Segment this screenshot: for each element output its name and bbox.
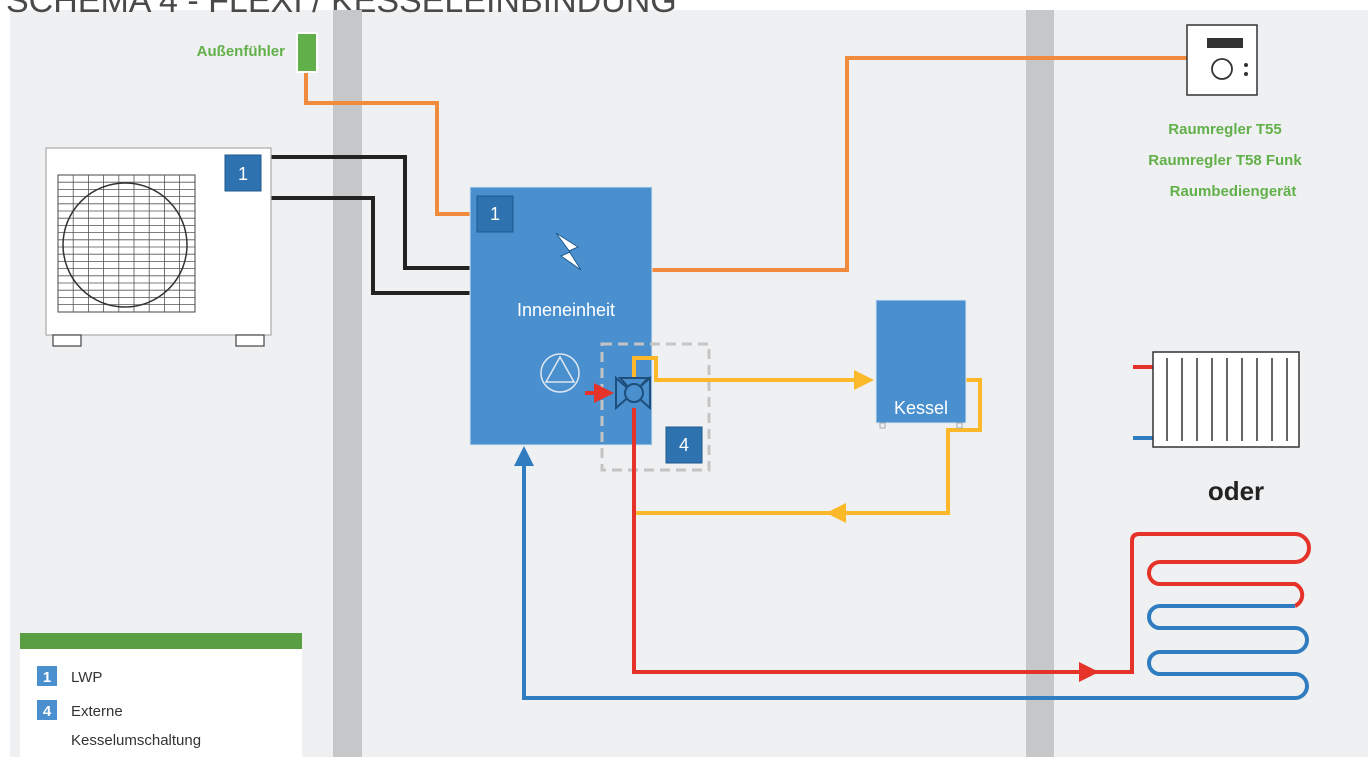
indoor-unit-label: Inneneinheit xyxy=(517,300,615,320)
indoor-unit: 1 Inneneinheit xyxy=(469,186,653,446)
switch-module-badge-number: 4 xyxy=(679,435,689,455)
room-thermostat: Raumregler T55 Raumregler T58 Funk Raumb… xyxy=(1148,24,1302,200)
radiator-icon xyxy=(1133,351,1300,448)
legend-bar xyxy=(20,633,302,649)
switch-module-badge xyxy=(665,426,703,464)
legend-item-1-text: LWP xyxy=(71,669,102,686)
legend-item-4-text-2: Kesselumschaltung xyxy=(71,732,201,749)
legend: 1 LWP 4 Externe Kesselumschaltung xyxy=(20,633,302,757)
boiler: Kessel xyxy=(875,299,967,429)
indoor-unit-badge-number: 1 xyxy=(490,204,500,224)
switch-module-frame xyxy=(600,342,711,472)
outdoor-unit-badge-number: 1 xyxy=(238,164,248,184)
outdoor-sensor-label: Außenfühler xyxy=(197,43,285,60)
thermostat-label-2: Raumregler T58 Funk xyxy=(1148,152,1302,169)
return-pipe xyxy=(514,446,1309,700)
boiler-label: Kessel xyxy=(894,398,948,418)
lightning-icon xyxy=(555,232,582,271)
thermostat-knob-icon xyxy=(1211,58,1233,80)
three-way-valve-icon xyxy=(615,375,651,411)
thermostat-display-icon xyxy=(1207,38,1243,48)
wall-left xyxy=(333,10,362,757)
wall-right xyxy=(1026,10,1054,757)
pump-icon xyxy=(540,353,580,393)
outdoor-unit: 1 xyxy=(45,147,272,347)
fan-grille xyxy=(57,174,196,313)
signal-cables xyxy=(304,56,1187,272)
power-cables xyxy=(270,155,470,295)
room-background xyxy=(10,10,1368,757)
boiler-pipes xyxy=(632,356,982,523)
thermostat-label-1: Raumregler T55 xyxy=(1168,121,1281,138)
legend-item-4-number: 4 xyxy=(43,703,52,720)
indoor-unit-badge xyxy=(476,195,514,233)
outdoor-sensor: Außenfühler xyxy=(197,32,318,73)
legend-item-4-text-1: Externe xyxy=(71,703,123,720)
legend-item-1-number: 1 xyxy=(43,669,51,686)
legend-badge-4 xyxy=(37,700,57,720)
supply-pipe xyxy=(632,408,1311,682)
legend-badge-1 xyxy=(37,666,57,686)
emitter-separator: oder xyxy=(1208,476,1264,506)
outdoor-unit-badge xyxy=(224,154,262,192)
thermostat-label-3: Raumbediengerät xyxy=(1170,183,1297,200)
